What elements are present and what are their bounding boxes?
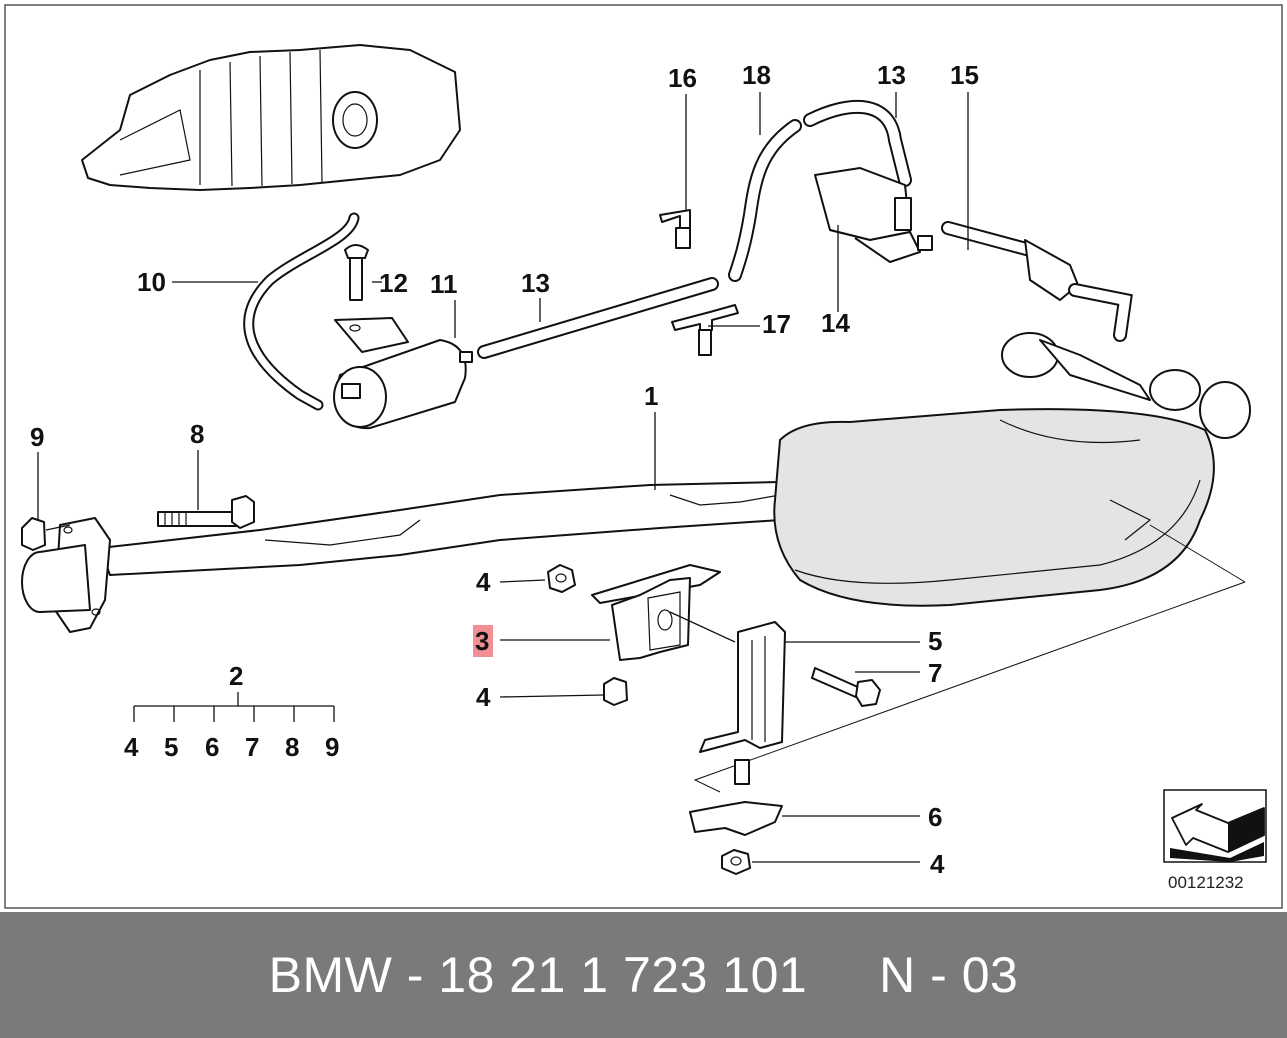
highlight-box-3 bbox=[473, 625, 493, 657]
callout-11: 11 bbox=[430, 269, 458, 299]
callout-4d: 4 bbox=[930, 849, 945, 879]
callout-12: 12 bbox=[379, 268, 408, 298]
bracket-5 bbox=[699, 621, 786, 785]
callout-4c: 4 bbox=[124, 732, 139, 762]
callout-8b: 8 bbox=[285, 732, 299, 762]
nut-4-bottom bbox=[721, 849, 751, 875]
bolt-7 bbox=[811, 667, 881, 707]
callout-17: 17 bbox=[762, 309, 791, 339]
callout-4b: 4 bbox=[476, 682, 491, 712]
nut-9 bbox=[21, 517, 71, 551]
t-connector-17 bbox=[671, 304, 739, 356]
connector-16 bbox=[659, 209, 691, 249]
exhaust-flap-actuator bbox=[1001, 332, 1251, 439]
filter-11 bbox=[333, 317, 473, 430]
bolt-8 bbox=[157, 495, 255, 529]
callout-16: 16 bbox=[668, 63, 697, 93]
callout-6b: 6 bbox=[928, 802, 942, 832]
callout-14: 14 bbox=[821, 308, 850, 338]
callout-5b: 5 bbox=[928, 626, 942, 656]
callout-7b: 7 bbox=[928, 658, 942, 688]
callout-1: 1 bbox=[644, 381, 658, 411]
callout-labels: 10 12 11 13 16 18 13 15 14 17 1 9 8 4 3 … bbox=[30, 60, 979, 879]
direction-arrow-icon bbox=[1163, 789, 1267, 863]
callout-3: 3 bbox=[475, 626, 489, 656]
exploded-parts-diagram: 10 12 11 13 16 18 13 15 14 17 1 9 8 4 3 … bbox=[4, 4, 1283, 909]
part-number-footer: BMW - 18 21 1 723 101 N - 03 bbox=[0, 912, 1287, 1038]
callout-7a: 7 bbox=[245, 732, 259, 762]
nut-4-top bbox=[547, 564, 576, 593]
screw-12 bbox=[344, 244, 369, 301]
callout-15: 15 bbox=[950, 60, 979, 90]
hose-15 bbox=[941, 221, 1133, 342]
callout-2: 2 bbox=[229, 661, 243, 691]
callout-9b: 9 bbox=[325, 732, 339, 762]
diagram-frame bbox=[4, 4, 1283, 909]
part-number-text: BMW - 18 21 1 723 101 N - 03 bbox=[268, 947, 1019, 1003]
callout-5a: 5 bbox=[164, 732, 178, 762]
diagram-reference-code: 00121232 bbox=[1168, 873, 1244, 892]
clip-6 bbox=[689, 801, 783, 836]
callout-13a: 13 bbox=[521, 268, 550, 298]
callout-6a: 6 bbox=[205, 732, 219, 762]
intake-manifold bbox=[81, 44, 461, 191]
vacuum-hose-10 bbox=[243, 212, 360, 411]
leader-lines bbox=[37, 92, 969, 863]
nut-4-middle bbox=[603, 677, 628, 706]
assembly-dashed-outline bbox=[693, 524, 1246, 793]
callout-13b: 13 bbox=[877, 60, 906, 90]
rear-muffler bbox=[773, 408, 1215, 607]
tube-13 bbox=[477, 277, 719, 359]
callout-4a: 4 bbox=[476, 567, 491, 597]
callout-18: 18 bbox=[742, 60, 771, 90]
solenoid-valve-14 bbox=[814, 167, 933, 263]
callout-10: 10 bbox=[137, 267, 166, 297]
rubber-mount-3 bbox=[591, 564, 721, 661]
callout-8a: 8 bbox=[190, 419, 204, 449]
callout-9a: 9 bbox=[30, 422, 44, 452]
exhaust-pipe-1 bbox=[21, 481, 781, 633]
